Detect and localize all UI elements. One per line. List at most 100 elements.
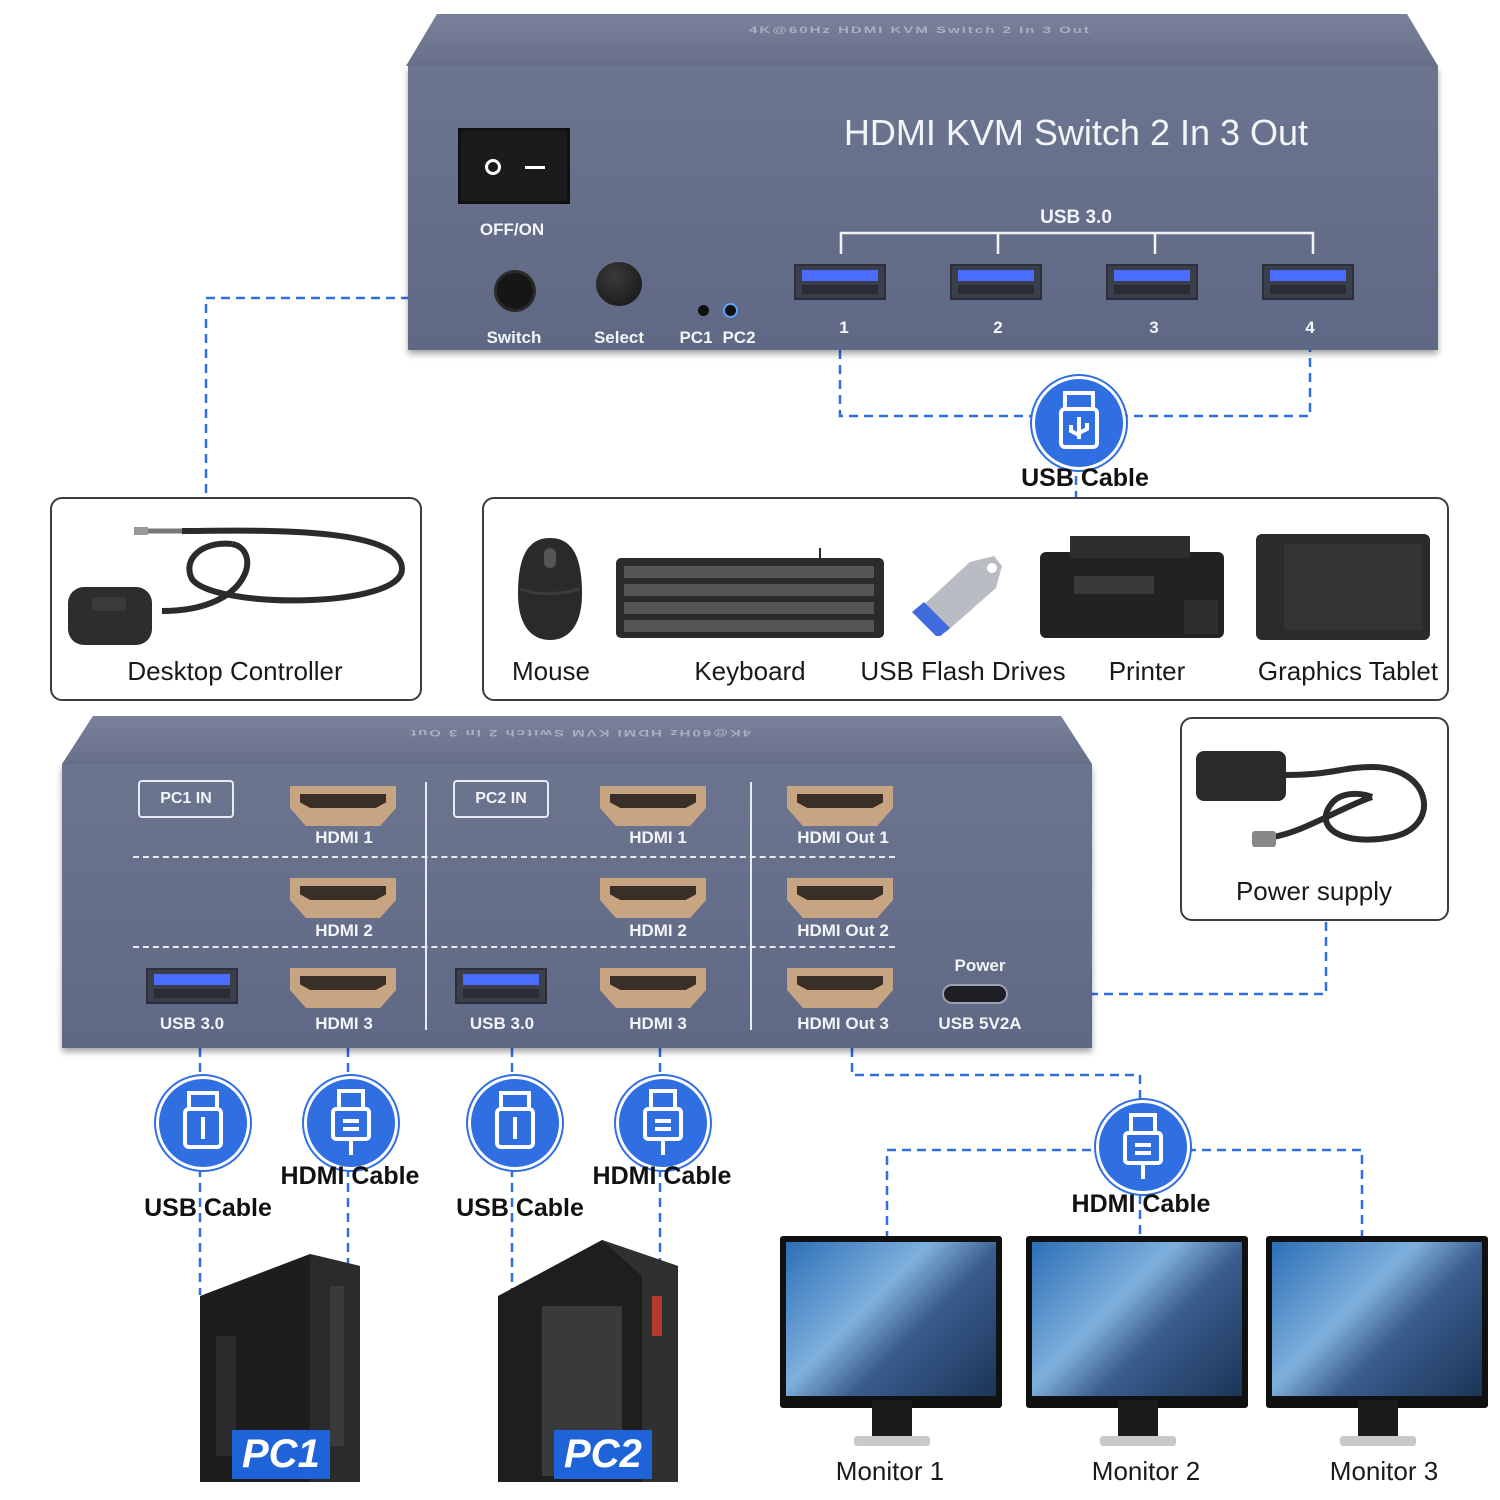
front-usb-port-2[interactable] bbox=[950, 264, 1042, 300]
usb-c-power-port[interactable] bbox=[942, 984, 1008, 1004]
peripheral-label-mouse: Mouse bbox=[511, 656, 591, 686]
pc2-usb-label: USB 3.0 bbox=[469, 1014, 535, 1033]
front-usb-port-3[interactable] bbox=[1106, 264, 1198, 300]
keyboard-icon bbox=[616, 548, 884, 638]
back-panel-top bbox=[62, 716, 1092, 764]
pc1-usb-port[interactable] bbox=[146, 968, 238, 1004]
pc1-usb-cable-icon bbox=[156, 1076, 250, 1170]
pc1-led-label: PC1 bbox=[679, 328, 713, 347]
usb-port-number-1: 1 bbox=[839, 318, 849, 337]
monitor-3-base bbox=[1340, 1436, 1416, 1446]
pc1-tower-icon bbox=[200, 1254, 360, 1482]
pc1-hdmi3-port[interactable] bbox=[290, 968, 396, 1008]
pc1-hdmi3-label: HDMI 3 bbox=[315, 1014, 373, 1033]
back-dash-row-1 bbox=[133, 856, 895, 858]
monitor-hdmi-cable-label: HDMI Cable bbox=[1071, 1190, 1211, 1218]
power-supply-label: Power supply bbox=[1235, 876, 1393, 906]
usb-port-number-2: 2 bbox=[993, 318, 1003, 337]
monitor-1 bbox=[780, 1236, 1002, 1408]
usb-plug-icon bbox=[495, 1091, 535, 1149]
pc1-hdmi1-port[interactable] bbox=[290, 786, 396, 826]
usb-cable-label-top: USB Cable bbox=[1021, 464, 1149, 492]
hdmi-plug-icon bbox=[1123, 1113, 1163, 1179]
usb-plug-icon bbox=[1059, 391, 1099, 449]
pc2-hdmi-cable-icon bbox=[616, 1076, 710, 1170]
desktop-controller-box bbox=[50, 497, 422, 701]
pc2-usb-port[interactable] bbox=[455, 968, 547, 1004]
pc2-usb-cable-icon bbox=[468, 1076, 562, 1170]
power-port-title: Power bbox=[954, 956, 1006, 975]
usb-port-number-4: 4 bbox=[1305, 318, 1315, 337]
back-dash-row-2 bbox=[133, 946, 895, 948]
front-panel bbox=[408, 66, 1438, 350]
hdmi-out2-port[interactable] bbox=[787, 878, 893, 918]
pc2-hdmi2-label: HDMI 2 bbox=[629, 921, 687, 940]
peripheral-label-flash-drives: USB Flash Drives bbox=[860, 656, 1066, 686]
monitor-2-label: Monitor 2 bbox=[1091, 1456, 1201, 1486]
peripheral-label-printer: Printer bbox=[1108, 656, 1186, 686]
hdmi-plug-icon bbox=[643, 1089, 683, 1155]
hdmi-plug-icon bbox=[331, 1089, 371, 1155]
pc1-badge: PC1 bbox=[232, 1430, 330, 1479]
monitor-3-label: Monitor 3 bbox=[1329, 1456, 1439, 1486]
back-divider-1 bbox=[425, 782, 427, 1030]
power-supply-box bbox=[1180, 717, 1449, 921]
on-symbol-icon bbox=[525, 166, 545, 169]
mouse-icon bbox=[518, 538, 582, 640]
pc2-hdmi1-port[interactable] bbox=[600, 786, 706, 826]
peripheral-label-graphics-tablet: Graphics Tablet bbox=[1257, 656, 1439, 686]
select-button-label: Select bbox=[593, 328, 645, 347]
desktop-controller-label: Desktop Controller bbox=[127, 656, 343, 686]
front-usb-port-1[interactable] bbox=[794, 264, 886, 300]
hdmi-out3-port[interactable] bbox=[787, 968, 893, 1008]
pc1-hdmi2-port[interactable] bbox=[290, 878, 396, 918]
pc1-hdmi-cable-label: HDMI Cable bbox=[280, 1162, 420, 1190]
monitor-1-base bbox=[854, 1436, 930, 1446]
monitor-1-screen bbox=[786, 1242, 996, 1396]
pc2-led bbox=[725, 305, 736, 316]
pc2-hdmi1-label: HDMI 1 bbox=[629, 828, 687, 847]
controller-jack[interactable] bbox=[494, 270, 536, 312]
switch-jack-label: Switch bbox=[486, 328, 542, 347]
monitor-1-label: Monitor 1 bbox=[835, 1456, 945, 1486]
power-rocker-switch[interactable] bbox=[458, 128, 570, 204]
hdmi-out3-label: HDMI Out 3 bbox=[797, 1014, 889, 1033]
pc1-hdmi1-label: HDMI 1 bbox=[315, 828, 373, 847]
hdmi-out1-label: HDMI Out 1 bbox=[797, 828, 889, 847]
monitor-2 bbox=[1026, 1236, 1248, 1408]
usb-port-number-3: 3 bbox=[1149, 318, 1159, 337]
pc2-in-label: PC2 IN bbox=[453, 780, 549, 818]
pc1-in-label: PC1 IN bbox=[138, 780, 234, 818]
desktop-controller-icon bbox=[68, 527, 406, 645]
usb-group-bracket bbox=[839, 231, 1315, 254]
pc2-usb-cable-label: USB Cable bbox=[456, 1194, 584, 1222]
flash-drive-icon bbox=[912, 556, 1002, 636]
back-divider-2 bbox=[750, 782, 752, 1030]
monitor-3 bbox=[1266, 1236, 1488, 1408]
select-button[interactable] bbox=[596, 262, 642, 306]
power-port-label: USB 5V2A bbox=[938, 1014, 1022, 1033]
monitor-2-screen bbox=[1032, 1242, 1242, 1396]
pc1-hdmi2-label: HDMI 2 bbox=[315, 921, 373, 940]
peripheral-label-keyboard: Keyboard bbox=[694, 656, 806, 686]
pc1-hdmi-cable-icon bbox=[304, 1076, 398, 1170]
monitor-hdmi-cable-icon bbox=[1096, 1100, 1190, 1194]
printer-icon bbox=[1040, 536, 1224, 638]
pc2-hdmi2-port[interactable] bbox=[600, 878, 706, 918]
hdmi-out2-label: HDMI Out 2 bbox=[797, 921, 889, 940]
power-switch-label: OFF/ON bbox=[479, 220, 545, 239]
front-usb-port-4[interactable] bbox=[1262, 264, 1354, 300]
graphics-tablet-icon bbox=[1256, 534, 1430, 640]
usb-plug-icon bbox=[183, 1091, 223, 1149]
hdmi-out1-port[interactable] bbox=[787, 786, 893, 826]
pc1-led bbox=[698, 305, 709, 316]
back-top-engraving: 4K@60Hz HDMI KVM Switch 2 In 3 Out bbox=[409, 727, 751, 738]
usb-cable-icon-top bbox=[1032, 376, 1126, 470]
pc2-hdmi3-label: HDMI 3 bbox=[629, 1014, 687, 1033]
pc1-usb-cable-label: USB Cable bbox=[144, 1194, 272, 1222]
power-adapter-icon bbox=[1196, 751, 1427, 847]
pc2-badge: PC2 bbox=[554, 1430, 652, 1479]
pc2-hdmi3-port[interactable] bbox=[600, 968, 706, 1008]
pc2-hdmi-cable-label: HDMI Cable bbox=[592, 1162, 732, 1190]
monitor-3-screen bbox=[1272, 1242, 1482, 1396]
